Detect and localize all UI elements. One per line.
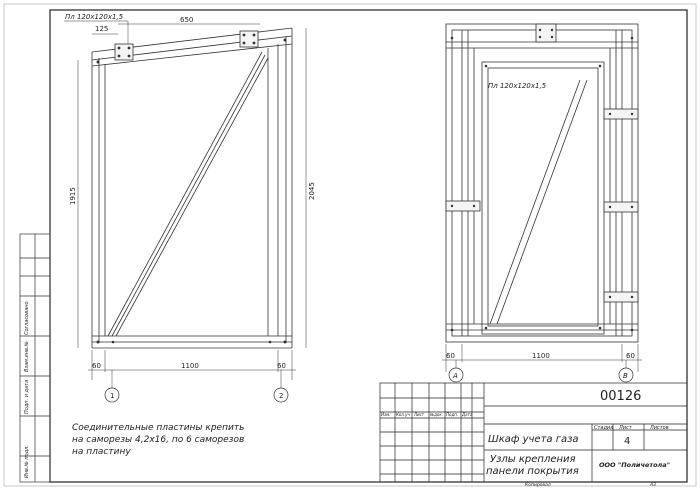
left-frame-view: Пл 120х120х1,5 125 650 [64, 13, 316, 403]
right-top-plate [535, 23, 557, 43]
axis-label-b: В [623, 372, 628, 380]
sheet-number: 4 [624, 436, 630, 447]
axis-bubble-a [448, 367, 464, 383]
right-plate-r3 [603, 291, 639, 303]
left-dim-1915: 1915 [69, 187, 77, 205]
sheet-title-line-2: панели покрытия [486, 466, 579, 477]
copied-label: Копировал [525, 482, 551, 488]
axis-label-2: 2 [279, 392, 283, 400]
left-profile-label: Пл 120х120х1,5 [65, 13, 124, 21]
note-line-2: на саморезы 4,2х16, по 6 саморезов [72, 435, 244, 445]
title-block [379, 382, 688, 483]
doc-number: 00126 [600, 389, 641, 404]
side-stamp-label-3: Подп. и дата [24, 380, 30, 414]
right-dim-60-b: 60 [626, 352, 635, 360]
left-dim-125: 125 [95, 25, 108, 33]
sheet-border [3, 3, 697, 487]
note-line-1: Соединительные пластины крепить [72, 423, 244, 433]
format-label: А3 [649, 482, 656, 488]
col-header-5: Подп. [446, 412, 458, 417]
stage-header: Стадия [594, 425, 613, 431]
col-header-2: Кол.уч [396, 412, 410, 417]
right-plate-r2 [603, 201, 639, 213]
left-plate-2 [239, 30, 259, 48]
side-stamp [19, 233, 51, 483]
drawing-frame [49, 9, 688, 483]
col-header-4: №док. [429, 412, 443, 417]
left-dim-1100: 1100 [181, 362, 199, 370]
sheet-header: Лист [618, 425, 633, 431]
company-name: ООО "Поличетола" [599, 461, 670, 469]
col-header-3: Лист [413, 412, 425, 417]
left-dim-2045: 2045 [308, 182, 316, 200]
side-stamp-label-1: Согласовано [24, 301, 30, 335]
right-plate-r1 [603, 108, 639, 120]
axis-label-a: А [452, 372, 458, 380]
axis-bubble-1 [104, 387, 120, 403]
right-profile-label: Пл 120х120х1,5 [488, 82, 547, 90]
side-stamp-label-2: Взам.инв.№ [24, 341, 30, 372]
right-frame-view: Пл 120х120х1,5 60 1100 60 А В [442, 23, 642, 383]
right-dim-1100: 1100 [532, 352, 550, 360]
sheet-title-line-1: Узлы крепления [490, 454, 576, 465]
col-header-1: Изм. [381, 412, 390, 417]
axis-bubble-2 [273, 387, 289, 403]
left-dim-60-b: 60 [277, 362, 286, 370]
right-dim-60-a: 60 [446, 352, 455, 360]
left-plate-1 [114, 43, 134, 61]
side-stamp-label-4: Инв.№ подл. [24, 445, 30, 478]
object-name: Шкаф учета газа [488, 434, 579, 445]
col-header-6: Дата [461, 412, 473, 417]
left-dim-650: 650 [180, 16, 193, 24]
left-dim-60-a: 60 [92, 362, 101, 370]
note-line-3: на пластину [72, 447, 131, 457]
sheets-header: Листов [649, 425, 669, 431]
axis-label-1: 1 [110, 392, 114, 400]
axis-bubble-b [618, 367, 634, 383]
right-plate-l1 [445, 200, 481, 212]
